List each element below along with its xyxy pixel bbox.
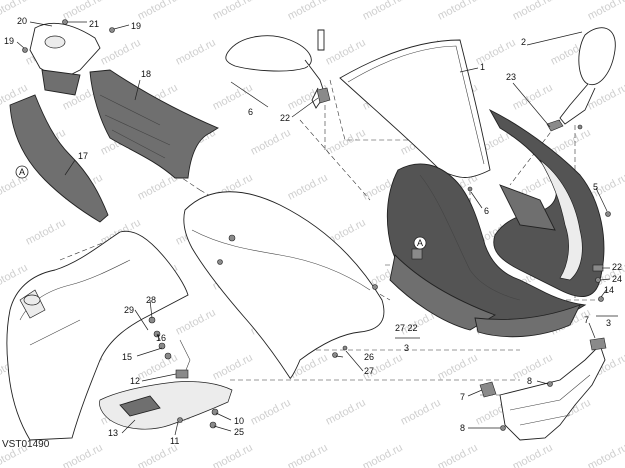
watermark-text-6: motod.ru [436, 0, 480, 23]
callout-11: 11 [170, 436, 179, 446]
watermark-text-75: motod.ru [211, 352, 255, 383]
left-side-panel-part [9, 19, 115, 223]
callout-19b: 19 [4, 36, 14, 46]
lower-left-fairing-part [6, 230, 189, 441]
watermark-text-4: motod.ru [286, 0, 330, 23]
callout-10: 10 [234, 416, 244, 426]
callout-28: 26 [364, 352, 374, 362]
callout-8b: 7 [460, 392, 465, 402]
callout-21: 21 [89, 19, 99, 29]
callout-labels: 1 2 23 6 22 18 17 20 21 19 19 5 6 22 24 … [4, 16, 622, 446]
watermark-text-11: motod.ru [174, 37, 218, 68]
callout-12: 12 [130, 376, 140, 386]
watermark-text-13: motod.ru [324, 37, 368, 68]
callout-29: 27 [364, 366, 374, 376]
watermark-text-2: motod.ru [136, 0, 180, 23]
svg-text:A: A [19, 167, 25, 177]
watermark-text-45: motod.ru [24, 217, 68, 248]
reference-marker-a-right: A [413, 236, 427, 250]
windscreen-part [339, 39, 491, 192]
svg-text:A: A [417, 238, 423, 248]
callout-22: 22 [612, 262, 622, 272]
watermark-text-85: motod.ru [324, 397, 368, 428]
watermark-text-8: motod.ru [586, 0, 625, 23]
watermark-text-93: motod.ru [211, 442, 255, 468]
callout-1: 1 [480, 62, 485, 72]
front-subframe-part [479, 337, 607, 441]
watermark-text-31: motod.ru [324, 127, 368, 158]
callout-25: 24 [612, 274, 622, 284]
callout-17: 17 [78, 151, 88, 161]
watermark-text-25: motod.ru [511, 82, 555, 113]
watermark-text-79: motod.ru [511, 352, 555, 383]
reference-marker-a-left: A [15, 165, 29, 179]
callout-13: 13 [108, 428, 118, 438]
side-fairing-part [183, 191, 385, 379]
watermark-text-96: motod.ru [436, 442, 480, 468]
watermark-text-65: motod.ru [174, 307, 218, 338]
right-mirror-part [546, 27, 616, 132]
callout-18: 18 [141, 69, 151, 79]
callout-14: 14 [604, 285, 614, 295]
hardware-set-right [411, 211, 611, 302]
callout-2: 2 [521, 37, 526, 47]
callout-30: 28 [146, 295, 156, 305]
callout-6: 6 [484, 206, 489, 216]
watermark-text-97: motod.ru [511, 442, 555, 468]
callout-5: 5 [593, 182, 598, 192]
callout-8a: 7 [584, 315, 589, 325]
front-fairing-part [386, 108, 605, 338]
watermark-text-3: motod.ru [211, 0, 255, 23]
watermark-text-94: motod.ru [286, 442, 330, 468]
watermark-text-40: motod.ru [286, 172, 330, 203]
callout-3-right: 3 [606, 318, 611, 328]
callout-31: 29 [124, 305, 134, 315]
lower-bracket-part [99, 381, 233, 430]
watermark-text-30: motod.ru [249, 127, 293, 158]
callout-26: 25 [234, 427, 244, 437]
left-mirror-part [225, 29, 331, 109]
callout-3-left: 3 [404, 343, 409, 353]
watermark-text-84: motod.ru [249, 397, 293, 428]
watermark-text-7: motod.ru [511, 0, 555, 23]
callout-15: 15 [122, 352, 132, 362]
diagram-code: VST01490 [2, 439, 50, 450]
watermark-text-95: motod.ru [361, 442, 405, 468]
watermark-text-98: motod.ru [586, 442, 625, 468]
callout-23: 22 [280, 113, 290, 123]
watermark-text-91: motod.ru [61, 442, 105, 468]
callout-19a: 19 [131, 21, 141, 31]
inner-panel-part [89, 69, 219, 179]
callout-7: 6 [248, 107, 253, 117]
callout-27-22: 27 22 [395, 323, 418, 333]
watermark-text-86: motod.ru [399, 397, 443, 428]
watermark-text-10: motod.ru [99, 37, 143, 68]
callout-24: 23 [506, 72, 516, 82]
callout-16: 16 [156, 333, 166, 343]
callout-9a: 8 [527, 376, 532, 386]
watermark-text-78: motod.ru [436, 352, 480, 383]
watermark-text-5: motod.ru [361, 0, 405, 23]
leader-lines [16, 21, 618, 436]
callout-9b: 8 [460, 423, 465, 433]
callout-20: 20 [17, 16, 27, 26]
